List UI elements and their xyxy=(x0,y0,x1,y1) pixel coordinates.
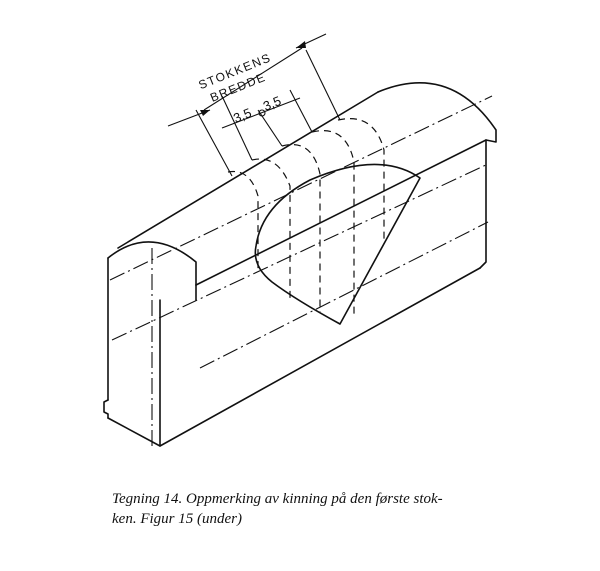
center-mark xyxy=(258,109,266,117)
side-centerline-upper xyxy=(111,163,489,341)
dim-value-right: 3,5 xyxy=(261,93,283,114)
marking-arcs xyxy=(227,118,385,318)
marking-arc-1 xyxy=(227,170,259,270)
figure-caption: Tegning 14. Oppmerking av kinning på den… xyxy=(112,489,532,529)
caption-line-2: ken. Figur 15 (under) xyxy=(112,511,242,527)
top-ridge-line xyxy=(117,91,379,249)
dim-value-left: 3,5 xyxy=(231,105,253,126)
caption-line-1: Tegning 14. Oppmerking av kinning på den… xyxy=(112,491,443,507)
isometric-log-drawing: STOKKENS BREDDE 3,5 3,5 xyxy=(103,33,497,447)
ext-line-5 xyxy=(305,49,341,121)
inner-dim-labels: 3,5 3,5 xyxy=(231,93,283,126)
side-centerline-lower xyxy=(199,221,489,369)
ext-line-1 xyxy=(195,109,233,177)
marking-arc-2 xyxy=(251,158,291,300)
center-lines xyxy=(109,95,493,446)
corner-notch xyxy=(103,399,109,419)
bottom-front-edge xyxy=(107,267,481,447)
inner-dim-line xyxy=(221,97,301,129)
width-dim-left-arrow xyxy=(200,110,210,116)
back-end-cap xyxy=(377,82,497,143)
marking-arc-5 xyxy=(337,118,385,240)
cutout-outline xyxy=(254,163,421,325)
right-vertical-edge xyxy=(479,139,487,269)
width-dim-right-arrow xyxy=(296,41,306,48)
marking-arc-3 xyxy=(281,144,321,312)
front-end-cap xyxy=(107,241,197,286)
kinning-cutout xyxy=(254,163,421,325)
ext-line-2 xyxy=(221,95,253,161)
dimension-lines xyxy=(167,33,327,129)
front-vertical-edge xyxy=(159,284,197,447)
width-dim-line xyxy=(203,47,303,111)
side-top-edge xyxy=(195,139,487,286)
ridge-centerline xyxy=(109,95,493,281)
ext-line-4 xyxy=(289,89,313,133)
block-outline xyxy=(103,82,497,447)
ext-line-3 xyxy=(257,109,283,147)
